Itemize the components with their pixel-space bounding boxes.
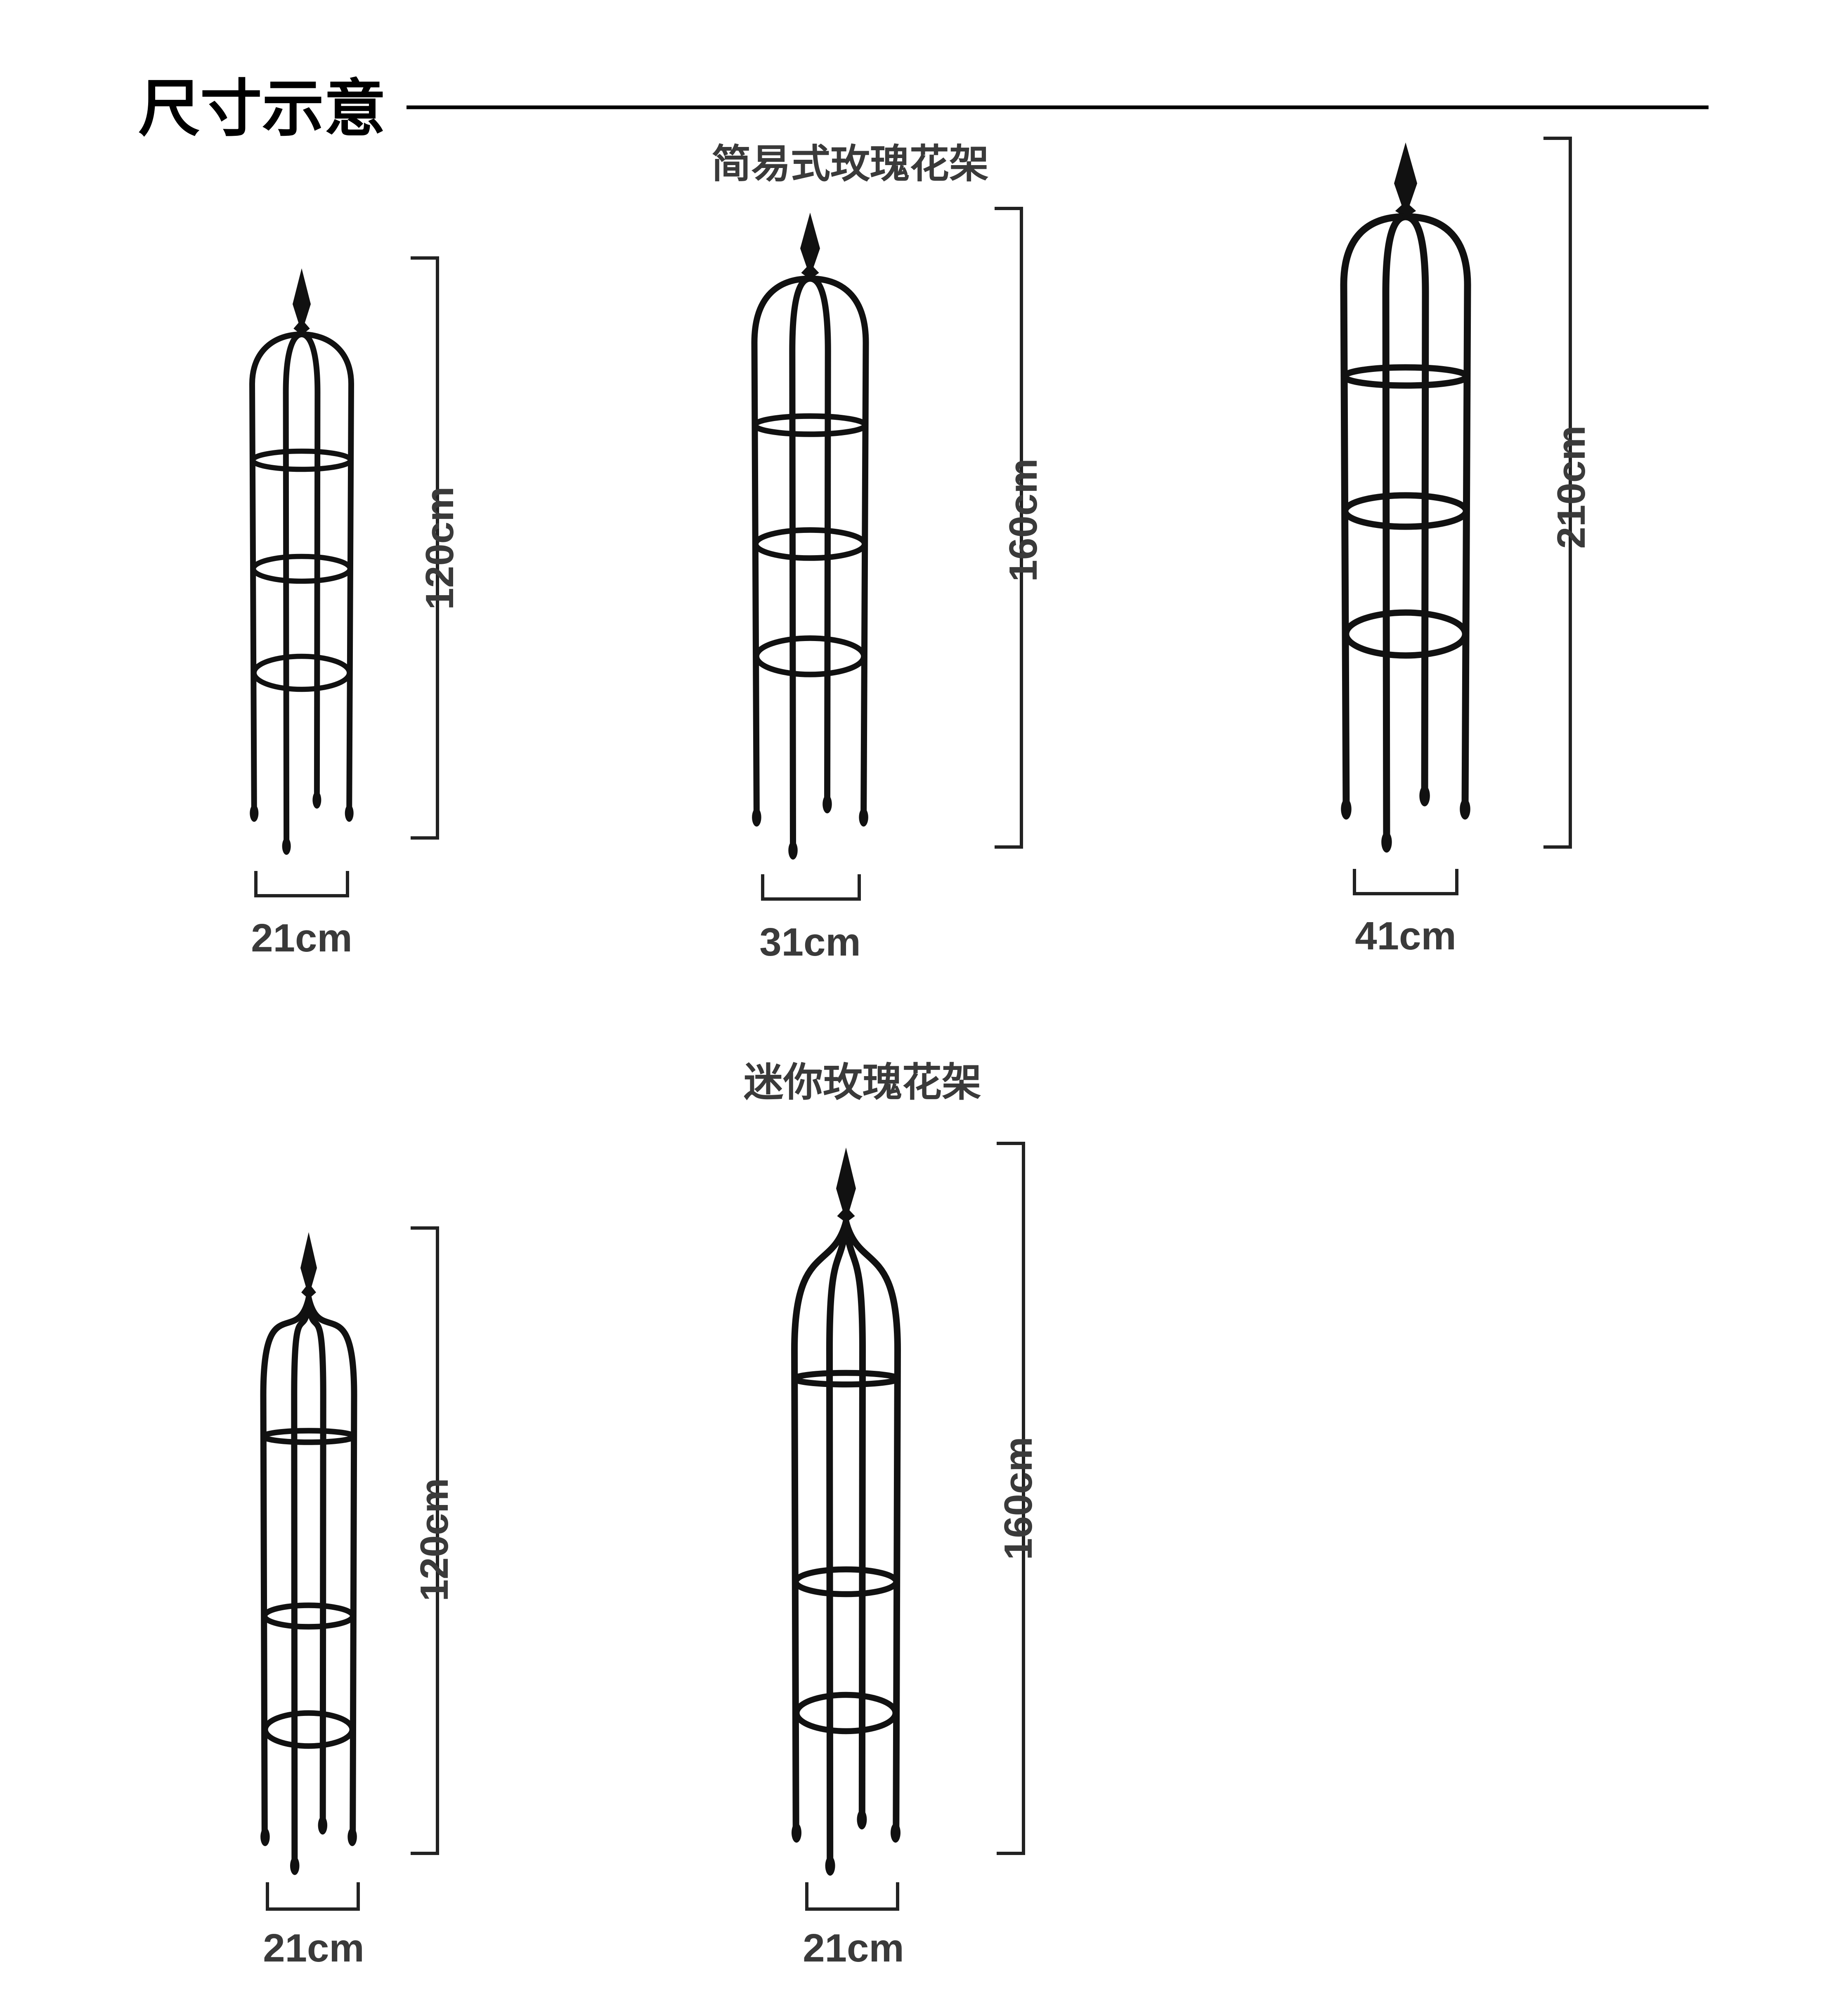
leg-foot <box>792 1823 801 1843</box>
width-label-simple-160: 31cm <box>759 920 861 964</box>
width-bracket-simple-160 <box>761 874 861 901</box>
leg-foot <box>250 805 259 822</box>
frame-leg <box>1402 213 1429 800</box>
height-bracket-mini-120 <box>411 1226 439 1855</box>
finial-spear <box>293 268 311 335</box>
frame-leg <box>843 1219 866 1823</box>
frame-leg <box>283 331 305 849</box>
page-title: 尺寸示意 <box>138 73 386 145</box>
frame-ring <box>1341 364 1470 389</box>
width-label-mini-160: 21cm <box>803 1926 904 1970</box>
frame-leg <box>291 1295 312 1869</box>
height-label-mini-120: 120cm <box>412 1478 456 1602</box>
finial-spear <box>1394 142 1417 218</box>
width-label-simple-210: 41cm <box>1355 914 1456 958</box>
frame-ring <box>793 1566 899 1597</box>
leg-foot <box>891 1823 900 1843</box>
frame-leg <box>807 275 869 821</box>
leg-foot <box>822 795 832 814</box>
leg-foot <box>1381 831 1392 853</box>
frame-ring <box>752 413 868 437</box>
frame-leg <box>1402 213 1471 813</box>
leg-foot <box>312 791 321 809</box>
frame-ring <box>251 554 353 584</box>
frame-ring <box>262 1602 356 1630</box>
frame-mini-160 <box>791 1148 901 1876</box>
frame-ring <box>250 448 354 472</box>
frame-leg <box>807 275 831 807</box>
leg-foot <box>260 1827 270 1846</box>
leg-foot <box>1460 798 1470 820</box>
frame-ring <box>1342 609 1469 659</box>
frame-leg <box>843 1219 901 1836</box>
frame-simple-120 <box>249 268 354 855</box>
frame-leg <box>305 1295 357 1840</box>
frame-leg <box>299 331 354 816</box>
frame-ring <box>754 635 867 677</box>
width-label-simple-120: 21cm <box>251 916 352 960</box>
finial-spear <box>836 1148 856 1223</box>
leg-foot <box>282 838 291 855</box>
frame-simple-210 <box>1340 142 1471 853</box>
frame-leg <box>791 1219 849 1836</box>
frame-leg <box>299 331 321 803</box>
section-title-simple: 简易式玫瑰花架 <box>711 141 989 187</box>
width-bracket-mini-160 <box>805 1882 899 1911</box>
section-title-mini: 迷你玫瑰花架 <box>744 1059 981 1105</box>
frame-leg <box>260 1295 312 1840</box>
leg-foot <box>788 841 798 860</box>
height-label-mini-160: 160cm <box>996 1437 1040 1560</box>
leg-foot <box>825 1856 835 1876</box>
frame-leg <box>305 1295 326 1829</box>
frame-leg <box>1382 213 1409 846</box>
height-label-simple-120: 120cm <box>418 487 462 610</box>
leg-foot <box>752 808 761 827</box>
height-bracket-mini-160 <box>997 1142 1025 1855</box>
leg-foot <box>857 1810 867 1829</box>
width-label-mini-120: 21cm <box>263 1926 364 1970</box>
frame-ring <box>792 1370 900 1388</box>
width-bracket-mini-120 <box>266 1882 360 1911</box>
leg-foot <box>859 808 868 827</box>
finial-spear <box>300 1232 317 1299</box>
leg-foot <box>318 1816 328 1835</box>
leg-foot <box>290 1856 300 1875</box>
frame-ring <box>251 653 352 692</box>
height-bracket-simple-160 <box>995 207 1023 849</box>
frame-ring <box>262 1710 355 1749</box>
frame-ring <box>794 1692 898 1734</box>
height-label-simple-160: 160cm <box>1001 459 1045 582</box>
height-bracket-simple-210 <box>1543 137 1572 849</box>
leg-foot <box>347 1827 357 1846</box>
frame-leg <box>789 275 813 854</box>
frame-leg <box>751 275 813 821</box>
leg-foot <box>345 805 354 822</box>
frame-ring <box>753 527 867 561</box>
frame-ring <box>1342 492 1469 530</box>
width-bracket-simple-120 <box>254 871 349 897</box>
frame-leg <box>249 331 305 816</box>
leg-foot <box>1341 798 1352 820</box>
finial-spear <box>800 213 820 279</box>
height-label-simple-210: 210cm <box>1549 426 1593 549</box>
frame-simple-160 <box>751 213 869 860</box>
leg-foot <box>1419 785 1430 807</box>
frame-leg <box>826 1219 849 1869</box>
height-bracket-simple-120 <box>411 256 439 840</box>
width-bracket-simple-210 <box>1353 869 1458 895</box>
frame-leg <box>1340 213 1409 813</box>
frame-ring <box>260 1428 357 1445</box>
frame-mini-120 <box>260 1232 357 1875</box>
